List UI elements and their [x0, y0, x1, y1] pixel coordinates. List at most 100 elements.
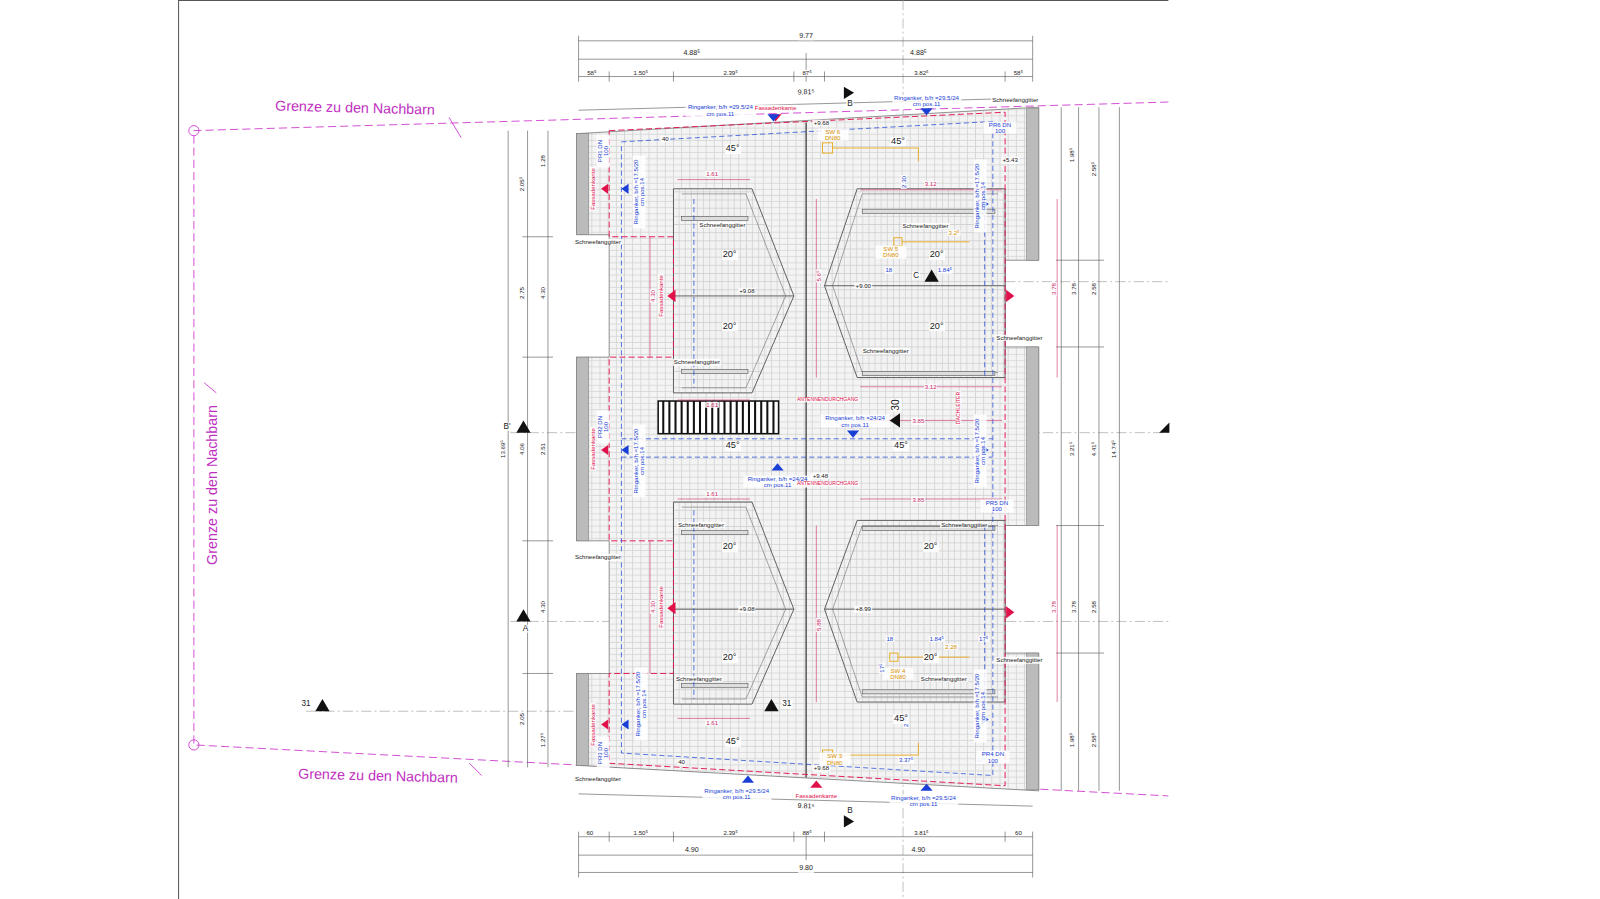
dimension-label: 20°: [722, 653, 738, 663]
dimension-label: 45°: [725, 441, 741, 451]
beam-label: Ringanker, b/h =17.5/20 cm pos.14: [973, 415, 986, 488]
dimension-label: 20°: [722, 250, 738, 260]
dimension-label: 2.58⁵: [1091, 732, 1097, 748]
dimension-label: 3.85: [911, 497, 925, 503]
dimension-label: 1.28: [540, 154, 546, 168]
beam-label: PR2 DN 100: [597, 410, 610, 443]
border-label: Grenze zu den Nachbarn: [297, 766, 459, 785]
dimension-label: 88⁵: [801, 829, 812, 835]
dimension-label: ANTENNENDURCHGANG: [796, 397, 859, 402]
beam-label: Ringanker, b/h =29.5/24 cm pos.11: [702, 788, 771, 801]
dimension-label: Fassadenkante: [590, 703, 596, 747]
dimension-label: +5.43: [1001, 157, 1018, 163]
dimension-label: 20°: [722, 542, 738, 552]
beam-label: Ringanker, b/h =17.5/20 cm pos.14: [632, 155, 645, 228]
dimension-label: Schneefanggitter: [995, 335, 1043, 341]
dimension-label: SW 3 DN80: [819, 753, 850, 766]
dimension-label: 2.58: [1091, 282, 1097, 296]
dimension-label: Schneefanggitter: [574, 239, 622, 245]
dimension-label: 45°: [890, 137, 906, 147]
dimension-label: 3.21⁵: [1069, 441, 1075, 457]
dimension-label: 40: [661, 136, 670, 142]
dimension-label: 5.6⁵: [816, 269, 822, 282]
section-lines: [306, 0, 1168, 899]
dimension-label: SW 5 DN80: [875, 246, 906, 259]
beam-label: Ringanker, b/h =17.5/20 cm pos.14: [973, 670, 986, 743]
sheet-frame: [179, 0, 1169, 899]
dimension-label: 2.05⁵: [519, 175, 525, 191]
property-border: [189, 102, 1169, 796]
beam-label: PR5 DN 100: [980, 500, 1013, 513]
dormers: [673, 189, 1005, 704]
dimension-lines: [508, 36, 1119, 878]
dimension-label: 9.77: [798, 33, 814, 40]
beam-label: Ringanker, b/h =24/24 cm pos.11: [821, 415, 890, 428]
dimension-label: 1.61: [705, 491, 719, 497]
dimension-label: B: [846, 807, 853, 816]
dimension-label: 20°: [929, 322, 945, 332]
dimension-label: 60: [1014, 829, 1023, 835]
dimension-label: 30: [891, 398, 902, 411]
dimension-label: 1.61: [705, 170, 719, 176]
dimension-label: Schneefanggitter: [677, 521, 725, 527]
dimension-label: 9.80: [798, 866, 814, 873]
dimension-label: Schneefanggitter: [698, 221, 746, 227]
beam-label: PR3 DN 100: [597, 737, 610, 770]
dimension-label: B': [503, 422, 512, 431]
dimension-label: 1.50⁵: [633, 69, 649, 75]
dimension-label: 1.61: [705, 719, 719, 725]
dimension-label: 4.30: [650, 600, 656, 614]
dimension-label: 1.27⁵: [540, 732, 546, 748]
dimension-label: Fassadenkante: [658, 585, 664, 629]
pink-dimensions: [650, 180, 1057, 719]
dimension-label: +9.00: [855, 282, 872, 288]
dimension-label: 2.28: [944, 644, 958, 650]
beam-label: 3.37⁵: [898, 757, 914, 763]
dimension-label: 3.78: [1051, 600, 1057, 614]
dimension-label: 1.98⁵: [1069, 732, 1075, 748]
dimension-label: B: [846, 100, 853, 109]
beam-label: Ringanker, b/h =17.5/20 cm pos.14: [632, 425, 645, 498]
dimension-label: 4.06: [519, 442, 525, 456]
dimension-label: 45°: [893, 441, 909, 451]
dimension-label: 4.41⁵: [1091, 441, 1097, 457]
beam-label: Ringanker, b/h =17.5/20 cm pos.14: [634, 668, 647, 741]
dimension-label: 2.58: [1091, 600, 1097, 614]
dimension-label: 31: [781, 700, 792, 709]
beam-label: Ringanker, b/h =17.5/20 cm pos.14: [973, 159, 986, 232]
beam-label: Ringanker, b/h =29.5/24 cm pos.11: [686, 104, 755, 117]
drains-orange: [822, 143, 969, 760]
dimension-label: Schneefanggitter: [673, 359, 721, 365]
dimension-label: 45°: [725, 144, 741, 154]
dimension-label: 9.81⁵: [797, 89, 816, 97]
dimension-label: Schneefanggitter: [675, 675, 723, 681]
dimension-label: Fassadenkante: [590, 427, 596, 471]
border-label: Grenze zu den Nachbarn: [274, 99, 436, 118]
dimension-label: +9.08: [738, 288, 755, 294]
dimension-label: 20°: [923, 542, 939, 552]
dimension-label: +8.99: [855, 606, 872, 612]
dimension-label: 20°: [722, 322, 738, 332]
dimension-label: 58⁵: [586, 69, 597, 75]
dimension-label: A: [522, 624, 529, 633]
roof-surface: [577, 107, 1039, 791]
dimension-label: 4.88⁵: [909, 50, 928, 57]
ring-beam: [621, 121, 992, 775]
dimension-label: Schneefanggitter: [995, 657, 1043, 663]
dimension-label: 58⁵: [1013, 69, 1024, 75]
dimension-label: 2.75: [519, 286, 525, 300]
dimension-label: 2.39⁵: [722, 69, 738, 75]
dimension-label: Schneefanggitter: [574, 775, 622, 781]
dimension-label: Schneefanggitter: [574, 554, 622, 560]
dimension-label: DACHLEITER: [957, 391, 962, 425]
dimension-label: 60: [585, 829, 594, 835]
dimension-label: 9.81⁵: [797, 803, 816, 811]
beam-label: PR6 DN 100: [984, 121, 1017, 134]
beam-label: 17⁵: [878, 663, 884, 674]
dimension-label: +9.68: [813, 765, 830, 771]
dimension-label: 3.78: [1070, 282, 1076, 296]
dimension-label: 1.61: [705, 402, 719, 408]
dimension-label: 2.05: [519, 712, 525, 726]
dimension-label: 3.81⁵: [913, 829, 929, 835]
